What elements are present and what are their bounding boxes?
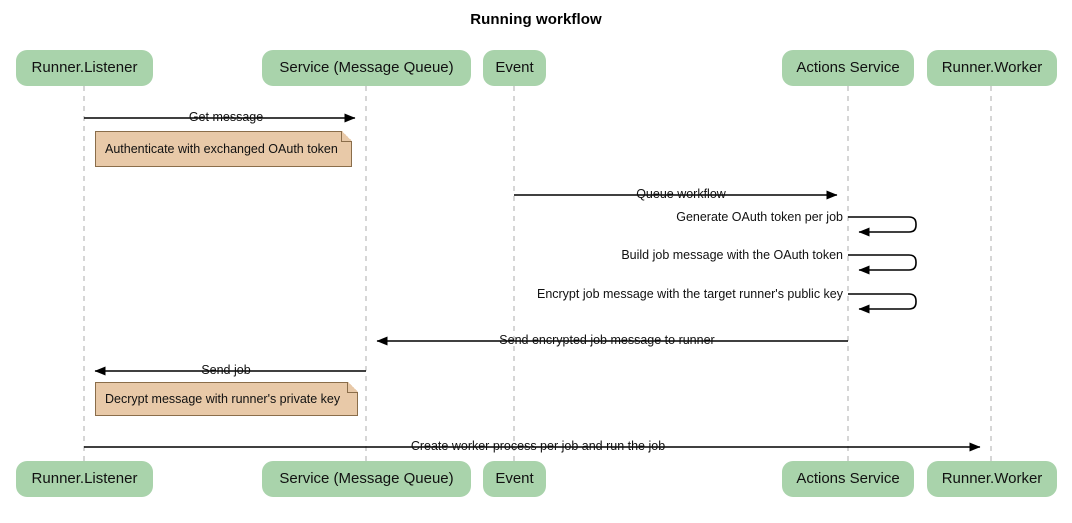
message-encrypt-job-message [848, 293, 917, 314]
participant-event-top[interactable]: Event [483, 50, 546, 86]
note-decrypt: Decrypt message with runner's private ke… [95, 382, 358, 416]
note-fold-corner-icon [347, 382, 358, 393]
participant-label: Runner.Worker [941, 470, 1043, 487]
participant-label: Service (Message Queue) [279, 59, 454, 76]
page-title: Running workflow [470, 11, 602, 28]
message-label-send-job: Send job [201, 363, 251, 377]
note-authenticate: Authenticate with exchanged OAuth token [95, 131, 352, 167]
participant-label: Actions Service [796, 59, 900, 76]
participant-runner-listener-bottom[interactable]: Runner.Listener [16, 461, 153, 497]
message-label-send-encrypted-job-message: Send encrypted job message to runner [499, 333, 715, 347]
message-label-queue-workflow: Queue workflow [636, 187, 726, 201]
participant-label: Runner.Listener [31, 59, 138, 76]
participant-actions-service-bottom[interactable]: Actions Service [782, 461, 914, 497]
participant-label: Event [495, 59, 534, 76]
participant-label: Runner.Worker [941, 59, 1043, 76]
participant-runner-worker-top[interactable]: Runner.Worker [927, 50, 1057, 86]
message-label-create-worker-process: Create worker process per job and run th… [410, 439, 666, 453]
message-label-encrypt-job-message: Encrypt job message with the target runn… [536, 287, 843, 301]
participant-service-queue-top[interactable]: Service (Message Queue) [262, 50, 471, 86]
participant-label: Runner.Listener [31, 470, 138, 487]
message-build-job-message [848, 254, 917, 275]
participant-runner-listener-top[interactable]: Runner.Listener [16, 50, 153, 86]
participant-service-queue-bottom[interactable]: Service (Message Queue) [262, 461, 471, 497]
message-label-get-message: Get message [188, 110, 264, 124]
message-arrows-group [84, 113, 981, 452]
message-label-generate-oauth-token: Generate OAuth token per job [676, 210, 843, 224]
message-generate-oauth-token [848, 216, 917, 237]
note-fold-corner-icon [341, 131, 352, 142]
message-label-build-job-message: Build job message with the OAuth token [621, 248, 843, 262]
participant-runner-worker-bottom[interactable]: Runner.Worker [927, 461, 1057, 497]
note-text: Decrypt message with runner's private ke… [105, 392, 341, 406]
note-text: Authenticate with exchanged OAuth token [105, 142, 338, 156]
participant-actions-service-top[interactable]: Actions Service [782, 50, 914, 86]
lifelines-group [83, 86, 992, 461]
participant-event-bottom[interactable]: Event [483, 461, 546, 497]
participant-label: Event [495, 470, 534, 487]
participant-label: Service (Message Queue) [279, 470, 454, 487]
participant-label: Actions Service [796, 470, 900, 487]
